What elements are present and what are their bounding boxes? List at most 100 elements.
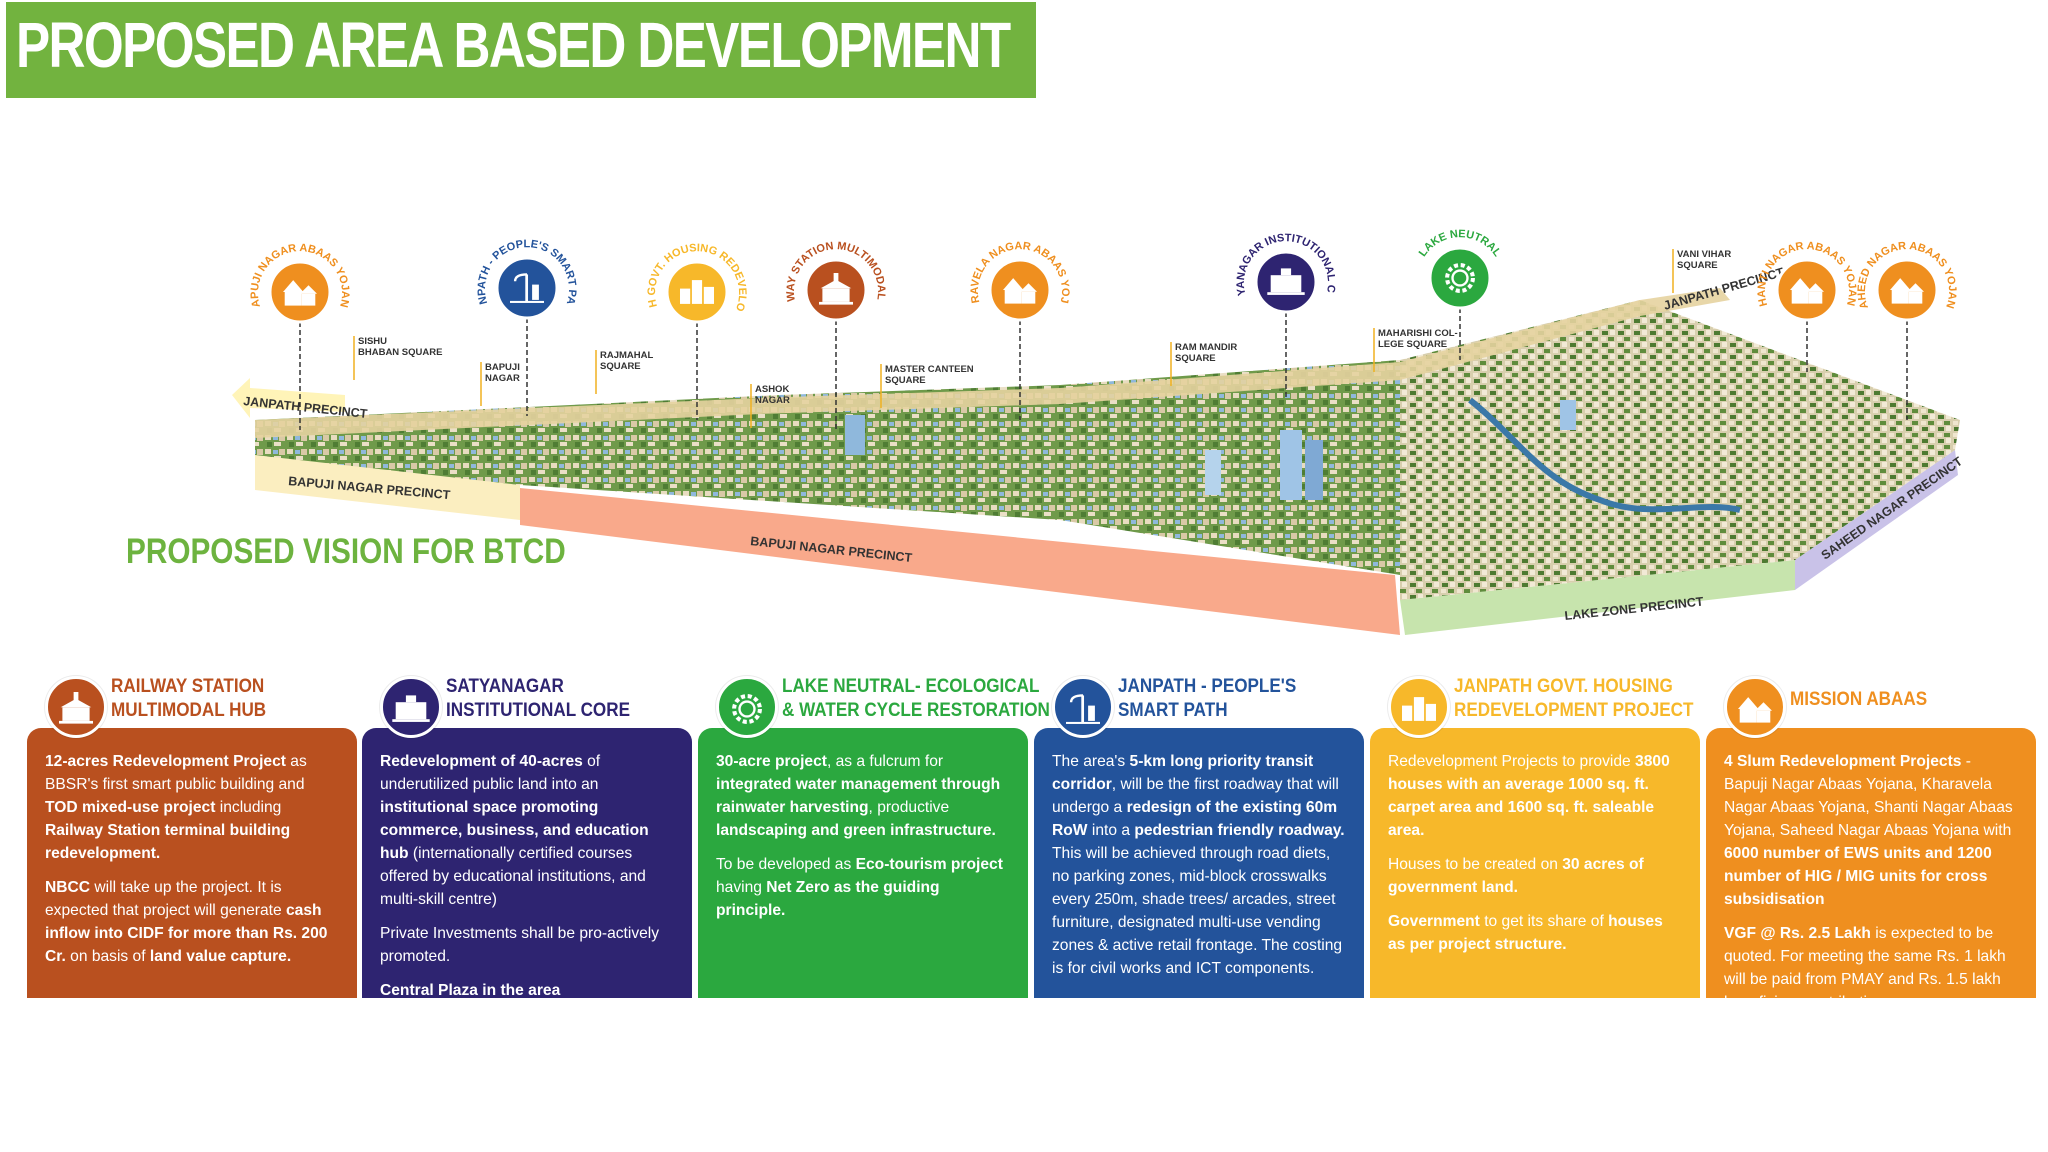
- square-label-line: SQUARE: [1175, 353, 1216, 364]
- apartments-icon: [1388, 676, 1450, 738]
- card-paragraph: VGF @ Rs. 2.5 Lakh is expected to be quo…: [1724, 925, 2006, 1011]
- square-label-line: NAGAR: [485, 373, 520, 384]
- card-paragraph: Private Investments shall be pro-activel…: [380, 925, 660, 965]
- tower: [1205, 450, 1221, 495]
- bapuji-nagar-strip-main: [520, 488, 1400, 635]
- card-paragraph: The area's 5-km long priority transit co…: [1052, 753, 1345, 977]
- card-title-line: INSTITUTIONAL CORE: [446, 700, 630, 721]
- houses-icon: [1790, 278, 1824, 304]
- card-lake-neutral-ecological: 30-acre project, as a fulcrum for integr…: [698, 728, 1028, 998]
- city-model-mid: [1060, 360, 1400, 575]
- streetlight-icon: [1052, 676, 1114, 738]
- janpath-corridor-road: [255, 288, 1730, 438]
- lake-zone-strip: [1400, 560, 1795, 635]
- page-title: PROPOSED AREA BASED DEVELOPMENT: [16, 9, 1011, 81]
- square-label-line: RAJMAHAL: [600, 350, 654, 361]
- vision-title: PROPOSED VISION FOR BTCD: [126, 532, 566, 571]
- pin-label: JANPATH GOVT. HOUSING REDEVELOPMENT: [0, 0, 748, 313]
- recycle-gear-icon: [1445, 263, 1475, 293]
- square-label-line: SQUARE: [600, 361, 641, 372]
- card-paragraph: Government to get its share of houses as…: [1388, 913, 1663, 953]
- houses-icon: [1724, 676, 1786, 738]
- card-header-janpath-govt-housing: JANPATH GOVT. HOUSING REDEVELOPMENT PROJE…: [1388, 672, 1708, 738]
- card-paragraph: NBCC will take up the project. It is exp…: [45, 879, 328, 965]
- pin-label: JANPATH - PEOPLE'S SMART PATH: [0, 0, 578, 306]
- institution-icon: [380, 676, 442, 738]
- apartments-icon: [680, 280, 714, 304]
- square-label-line: RAM MANDIR: [1175, 342, 1237, 353]
- institution-icon: [1267, 268, 1305, 295]
- station-icon: [45, 676, 107, 738]
- card-paragraph: 4 Slum Redevelopment Projects - Bapuji N…: [1724, 753, 2013, 908]
- card-title-line: JANPATH GOVT. HOUSING: [1454, 676, 1673, 697]
- card-header-satyanagar: SATYANAGAR INSTITUTIONAL CORE: [380, 672, 700, 738]
- card-title-line: & WATER CYCLE RESTORATION: [782, 700, 1050, 721]
- title-banner: PROPOSED AREA BASED DEVELOPMENT: [6, 2, 1036, 98]
- card-janpath-govt-housing: Redevelopment Projects to provide 3800 h…: [1370, 728, 1700, 998]
- square-label-line: BHABAN SQUARE: [358, 347, 442, 358]
- square-label-line: SQUARE: [885, 375, 926, 386]
- card-title-line: SMART PATH: [1118, 700, 1228, 721]
- card-paragraph: 12-acres Redevelopment Project as BBSR's…: [45, 753, 307, 862]
- station-icon: [819, 273, 853, 305]
- card-title-line: MULTIMODAL HUB: [111, 700, 267, 721]
- square-label: MAHARISHI COL-LEGE SQUARE: [1373, 328, 1458, 372]
- card-title-line: LAKE NEUTRAL- ECOLOGICAL: [782, 676, 1040, 697]
- tower: [845, 415, 865, 455]
- card-title-line: JANPATH - PEOPLE'S: [1118, 676, 1297, 697]
- lake-water: [1468, 397, 1741, 513]
- janpath-arrow-left: [232, 378, 345, 418]
- square-label-line: SQUARE: [1677, 260, 1718, 271]
- map-pin: SATYANAGAR INSTITUTIONAL CORE: [0, 0, 1337, 400]
- square-label-line: BAPUJI: [485, 362, 520, 373]
- card-paragraph: Redevelopment Projects to provide 3800 h…: [1388, 753, 1670, 839]
- square-label-line: ASHOK: [755, 384, 789, 395]
- card-header-mission-abaas: MISSION ABAAS: [1724, 672, 2044, 738]
- pin-circle: [1428, 246, 1492, 310]
- tower: [1305, 440, 1323, 500]
- tower: [1280, 430, 1302, 500]
- map-pin: JANPATH - PEOPLE'S SMART PATH: [0, 0, 578, 416]
- square-label-line: NAGAR: [755, 395, 790, 406]
- card-mission-abaas: 4 Slum Redevelopment Projects - Bapuji N…: [1706, 728, 2036, 1011]
- houses-icon: [1890, 278, 1924, 304]
- saheed-nagar-strip: [1795, 450, 1958, 590]
- card-paragraph: To be developed as Eco-tourism project h…: [716, 856, 1003, 919]
- card-title-line: RAILWAY STATION: [111, 676, 265, 697]
- houses-icon: [283, 280, 317, 306]
- card-railway-station: 12-acres Redevelopment Project as BBSR's…: [27, 728, 357, 998]
- card-title-line: MISSION ABAAS: [1790, 689, 1928, 710]
- square-label-line: MAHARISHI COL-: [1378, 328, 1458, 339]
- streetlight-icon: [510, 273, 544, 303]
- card-paragraph: 30-acre project, as a fulcrum for integr…: [716, 753, 1001, 839]
- area-map-illustration: JANPATH PRECINCT JANPATH PRECINCT BAPUJI…: [0, 0, 1965, 635]
- square-label-line: LEGE SQUARE: [1378, 339, 1447, 350]
- square-label-line: SISHU: [358, 336, 387, 347]
- card-title-line: REDEVELOPMENT PROJECT: [1454, 700, 1694, 721]
- card-title-line: SATYANAGAR: [446, 676, 564, 697]
- card-paragraph: Houses to be created on 30 acres of gove…: [1388, 856, 1644, 896]
- bapuji-nagar-strip-left: [255, 455, 520, 520]
- map-pin: RAILWAY STATION MULTIMODAL HUB: [0, 0, 887, 430]
- pin-label: RAILWAY STATION MULTIMODAL HUB: [0, 0, 887, 304]
- recycle-gear-icon: [716, 676, 778, 738]
- tower: [1560, 400, 1576, 430]
- card-header-janpath-people-s: JANPATH - PEOPLE'S SMART PATH: [1052, 672, 1372, 738]
- card-paragraph: Redevelopment of 40-acres of underutiliz…: [380, 753, 649, 908]
- card-header-railway-station: RAILWAY STATION MULTIMODAL HUB: [45, 672, 365, 738]
- houses-icon: [1003, 278, 1037, 304]
- card-header-lake-neutral-ecological: LAKE NEUTRAL- ECOLOGICAL & WATER CYCLE RE…: [716, 672, 1050, 738]
- card-satyanagar: Redevelopment of 40-acres of underutiliz…: [362, 728, 692, 999]
- square-label-line: MASTER CANTEEN: [885, 364, 974, 375]
